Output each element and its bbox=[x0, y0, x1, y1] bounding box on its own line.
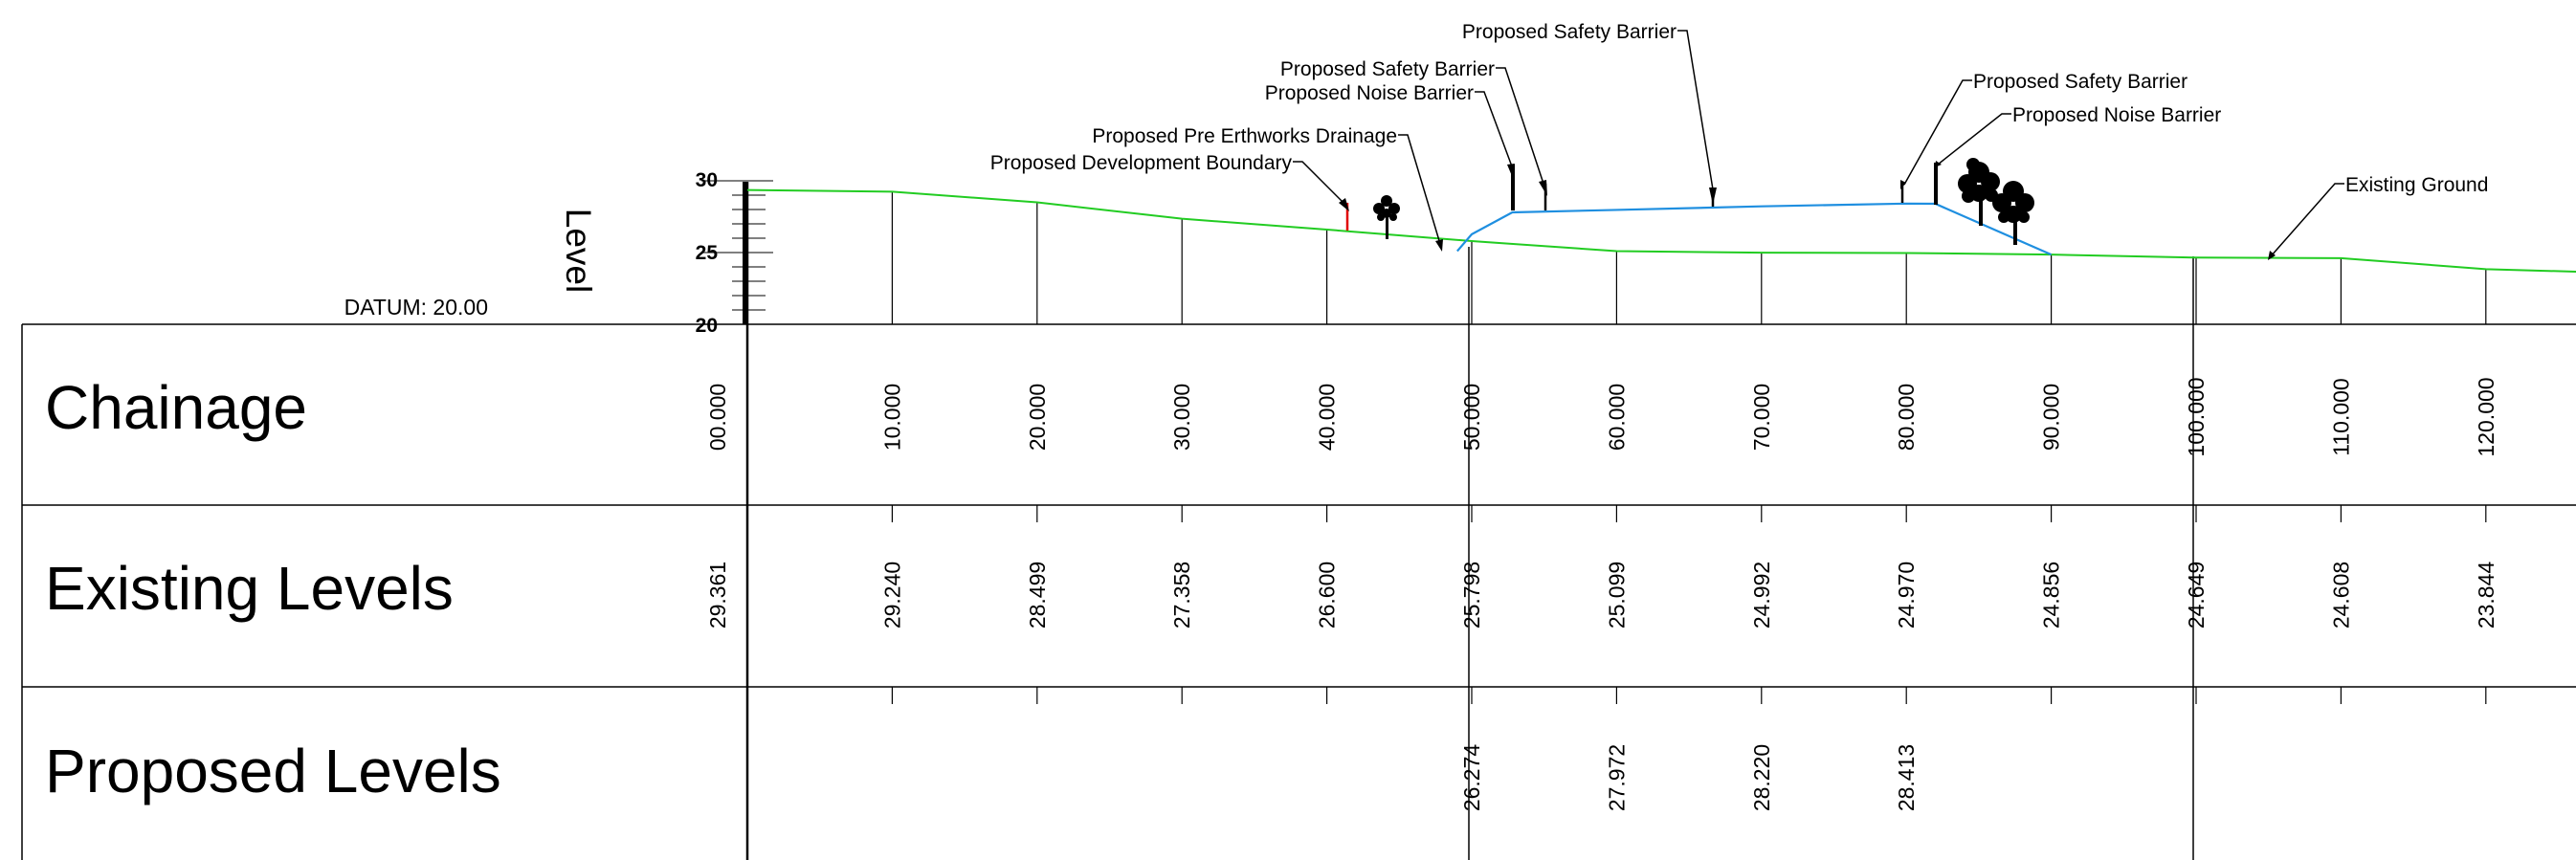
level-tick-25: 25 bbox=[696, 242, 719, 264]
chainage-value: 00.000 bbox=[705, 384, 730, 451]
table-values: 00.000 29.361 10.000 29.240 20.000 28.499 30.0… bbox=[705, 377, 2498, 812]
existing-level-value: 28.499 bbox=[1025, 562, 1050, 628]
row-title-chainage: Chainage bbox=[45, 373, 307, 442]
existing-ground-line bbox=[746, 188, 2576, 273]
chainage-value: 110.000 bbox=[2328, 378, 2353, 455]
existing-level-value: 29.240 bbox=[879, 562, 904, 628]
annotation-noise-barrier-right: Proposed Noise Barrier bbox=[2012, 104, 2221, 126]
existing-level-value: 24.992 bbox=[1749, 562, 1774, 628]
chainage-value: 120.000 bbox=[2474, 377, 2498, 456]
level-tick-30: 30 bbox=[696, 169, 718, 191]
chainage-value: 30.000 bbox=[1169, 384, 1194, 451]
level-tick-20: 20 bbox=[696, 315, 718, 337]
existing-level-value: 24.608 bbox=[2328, 562, 2353, 628]
existing-level-value: 24.649 bbox=[2184, 562, 2209, 628]
annotation-drainage: Proposed Pre Erthworks Drainage bbox=[1092, 125, 1397, 147]
chainage-value: 100.000 bbox=[2184, 377, 2209, 456]
proposed-level-value: 28.220 bbox=[1749, 744, 1774, 811]
chainage-value: 20.000 bbox=[1025, 384, 1050, 451]
annotation-existing-ground: Existing Ground bbox=[2345, 174, 2488, 196]
existing-level-value: 27.358 bbox=[1169, 562, 1194, 628]
annotation-safety-barrier-top: Proposed Safety Barrier bbox=[1462, 21, 1677, 43]
chainage-value: 70.000 bbox=[1749, 384, 1774, 451]
ordinate-lines bbox=[746, 189, 2487, 324]
existing-level-value: 26.600 bbox=[1315, 562, 1340, 628]
datum-label: DATUM: 20.00 bbox=[344, 295, 488, 320]
annotation-arrowheads bbox=[1339, 161, 2276, 260]
existing-level-value: 24.856 bbox=[2039, 562, 2064, 628]
annotation-safety-barrier-right: Proposed Safety Barrier bbox=[1973, 71, 2187, 93]
existing-level-value: 25.099 bbox=[1604, 562, 1629, 628]
chainage-value: 90.000 bbox=[2039, 384, 2064, 451]
level-scale: 30 25 20 bbox=[696, 169, 773, 337]
annotation-leaders bbox=[1293, 30, 2344, 257]
proposed-level-value: 28.413 bbox=[1894, 744, 1919, 811]
existing-level-value: 24.970 bbox=[1894, 562, 1919, 628]
chainage-value: 80.000 bbox=[1894, 384, 1919, 451]
row-title-existing-levels: Existing Levels bbox=[45, 554, 454, 623]
annotation-development-boundary: Proposed Development Boundary bbox=[990, 152, 1293, 174]
existing-level-value: 23.844 bbox=[2474, 562, 2498, 629]
proposed-level-value: 27.972 bbox=[1604, 744, 1629, 811]
chainage-value: 60.000 bbox=[1604, 384, 1629, 451]
annotation-noise-barrier-left: Proposed Noise Barrier bbox=[1265, 82, 1474, 104]
chainage-value: 50.000 bbox=[1459, 384, 1484, 451]
existing-level-value: 29.361 bbox=[705, 562, 730, 628]
row-title-proposed-levels: Proposed Levels bbox=[45, 737, 501, 805]
level-axis-title: Level bbox=[559, 209, 598, 293]
tree-icon bbox=[1958, 158, 2000, 226]
noise-barrier-left bbox=[1511, 165, 1515, 210]
chainage-value: 10.000 bbox=[879, 384, 904, 451]
proposed-level-value: 26.274 bbox=[1459, 744, 1484, 812]
chainage-value: 40.000 bbox=[1315, 384, 1340, 451]
proposed-profile-line bbox=[1456, 202, 2053, 256]
existing-level-value: 25.798 bbox=[1459, 562, 1484, 628]
tree-icon bbox=[1992, 181, 2034, 245]
tree-icon bbox=[1373, 195, 1400, 239]
noise-barrier-right bbox=[1934, 163, 1938, 205]
annotation-safety-barrier-left: Proposed Safety Barrier bbox=[1280, 58, 1495, 80]
data-table-frame bbox=[21, 182, 2576, 860]
